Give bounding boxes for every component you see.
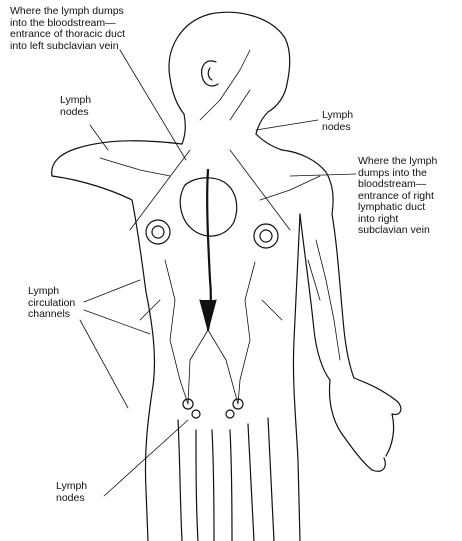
label-line: into left subclavian vein [10,41,125,53]
right-lymphatic-duct-label: Where the lymph dumps into the bloodstre… [358,156,437,237]
lymph-nodes-right-label: Lymph nodes [322,110,353,133]
label-line: lymphatic duct [358,202,437,214]
right-leg-lines [230,418,274,541]
label-line: entrance of thoracic duct [10,29,125,41]
label-line: bloodstream— [358,179,437,191]
left-leg-lines [178,420,214,541]
label-line: Lymph [28,286,75,298]
label-line: Where the lymph [358,156,437,168]
label-line: Where the lymph dumps [10,6,125,18]
leader-right-duct [290,174,356,176]
leader-nodes-left [90,125,108,150]
neck-outline [182,114,185,144]
leader-thoracic [120,50,186,160]
label-line: Lymph [60,95,91,107]
right-breast-node-cluster [254,224,278,248]
left-shoulder [52,141,182,176]
right-arm-inner [300,214,330,380]
lymph-network [100,50,340,404]
head-outline [169,12,290,134]
leader-nodes-right [256,120,318,130]
right-arm-outer [332,214,354,378]
label-line: Lymph [56,481,87,493]
label-line: nodes [60,107,91,119]
ear-outline [202,61,218,86]
label-line: subclavian vein [358,225,437,237]
label-line: nodes [322,122,353,134]
lymph-nodes-bottom-label: Lymph nodes [56,481,87,504]
label-line: channels [28,309,75,321]
label-line: nodes [56,493,87,505]
lymph-channels-label: Lymph circulation channels [28,286,75,321]
right-hand [330,378,401,471]
face-outline [170,78,184,114]
lymph-nodes-left-label: Lymph nodes [60,95,91,118]
left-breast-node-cluster [146,220,170,244]
label-line: Lymph [322,110,353,122]
thoracic-duct-label: Where the lymph dumps into the bloodstre… [10,6,125,52]
leader-channels [80,280,150,408]
right-side [293,214,300,541]
